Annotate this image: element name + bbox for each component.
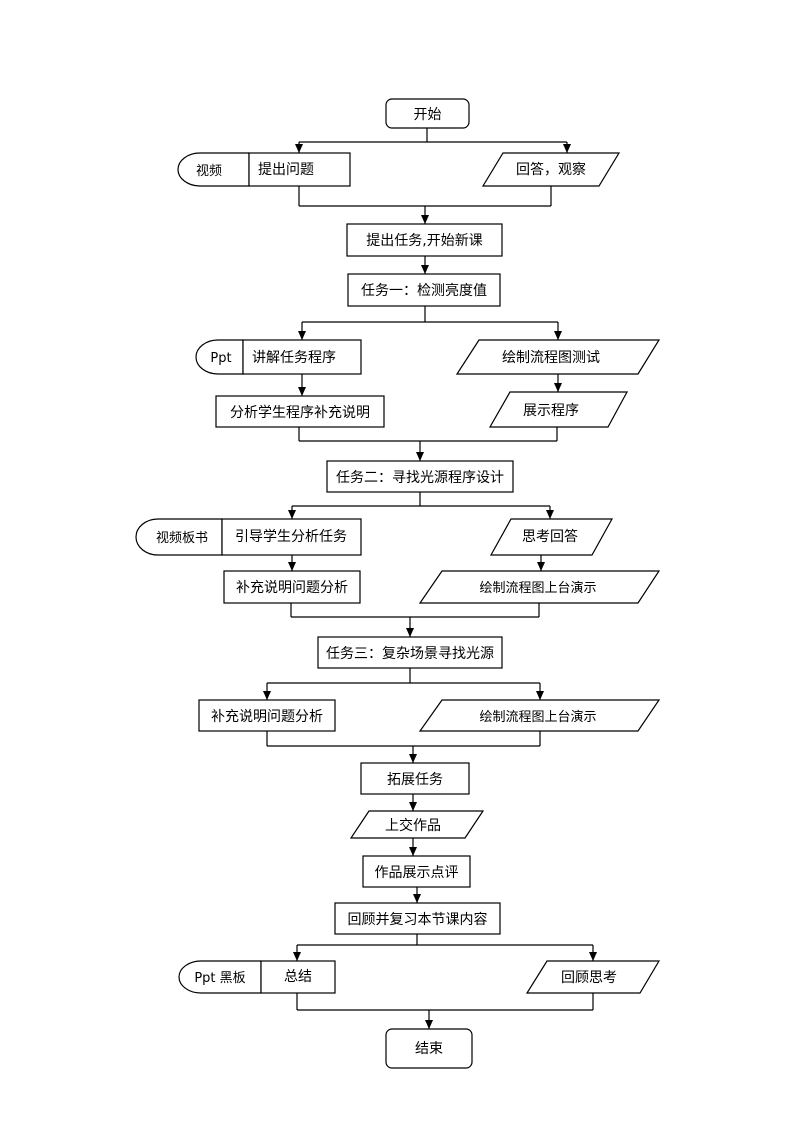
extend-task-node: 拓展任务 [360, 762, 470, 795]
video-board-tag-label: 视频板书 [156, 531, 208, 546]
review-think-label: 回顾思考 [561, 970, 617, 986]
supplement2-label: 补充说明问题分析 [211, 709, 323, 725]
explain-task-node: 讲解任务程序 [242, 339, 362, 375]
start-label: 开始 [414, 107, 442, 123]
supplement2-node: 补充说明问题分析 [198, 699, 336, 732]
new-lesson-label: 提出任务,开始新课 [366, 233, 482, 249]
connectors [263, 128, 597, 1029]
raise-question-label: 提出问题 [258, 162, 314, 178]
draw-flow-test-label: 绘制流程图测试 [502, 350, 600, 366]
ppt-tag-node: Ppt [195, 339, 244, 375]
think-answer-label: 思考回答 [522, 528, 578, 545]
guide-analysis-node: 引导学生分析任务 [221, 518, 362, 556]
draw-demo2-node: 绘制流程图上台演示 [418, 699, 661, 732]
task2-label: 任务二：寻找光源程序设计 [336, 470, 504, 486]
task1-node: 任务一：检测亮度值 [347, 273, 501, 307]
answer-observe-node: 回答，观察 [481, 152, 621, 187]
end-label: 结束 [415, 1041, 443, 1057]
review-lesson-node: 回顾并复习本节课内容 [334, 902, 501, 935]
guide-analysis-label: 引导学生分析任务 [235, 529, 347, 545]
draw-demo1-node: 绘制流程图上台演示 [418, 570, 661, 604]
ppt-board-tag-label: Ppt 黑板 [194, 971, 245, 986]
video-board-tag-node: 视频板书 [135, 518, 223, 556]
task3-label: 任务三：复杂场景寻找光源 [326, 645, 494, 662]
supplement1-node: 补充说明问题分析 [223, 570, 361, 604]
video-tag-node: 视频 [177, 152, 250, 187]
submit-work-label: 上交作品 [385, 817, 441, 834]
end-node: 结束 [385, 1028, 473, 1069]
task3-node: 任务三：复杂场景寻找光源 [317, 636, 503, 669]
show-review-label: 作品展示点评 [375, 865, 459, 881]
video-tag-label: 视频 [196, 164, 222, 179]
ppt-board-tag-node: Ppt 黑板 [178, 960, 262, 994]
think-answer-node: 思考回答 [489, 518, 614, 556]
show-program-node: 展示程序 [488, 391, 629, 428]
draw-demo1-label: 绘制流程图上台演示 [479, 580, 596, 596]
analyze-student-node: 分析学生程序补充说明 [215, 395, 385, 428]
draw-flow-test-node: 绘制流程图测试 [455, 339, 661, 375]
answer-observe-label: 回答，观察 [516, 161, 586, 178]
review-lesson-label: 回顾并复习本节课内容 [348, 911, 488, 928]
review-think-node: 回顾思考 [525, 960, 661, 994]
show-program-label: 展示程序 [523, 403, 579, 419]
draw-demo2-label: 绘制流程图上台演示 [479, 709, 596, 725]
supplement1-label: 补充说明问题分析 [236, 580, 348, 596]
explain-task-label: 讲解任务程序 [252, 350, 336, 366]
extend-task-label: 拓展任务 [387, 772, 443, 788]
submit-work-node: 上交作品 [349, 810, 485, 839]
summary-label: 总结 [284, 969, 312, 985]
new-lesson-node: 提出任务,开始新课 [346, 223, 503, 257]
ppt-tag-label: Ppt [210, 351, 231, 366]
raise-question-node: 提出问题 [248, 152, 351, 187]
analyze-student-label: 分析学生程序补充说明 [230, 405, 370, 421]
task2-node: 任务二：寻找光源程序设计 [326, 460, 514, 493]
show-review-node: 作品展示点评 [362, 855, 471, 888]
task1-label: 任务一：检测亮度值 [361, 282, 487, 299]
start-node: 开始 [385, 98, 470, 129]
summary-node: 总结 [260, 960, 336, 994]
